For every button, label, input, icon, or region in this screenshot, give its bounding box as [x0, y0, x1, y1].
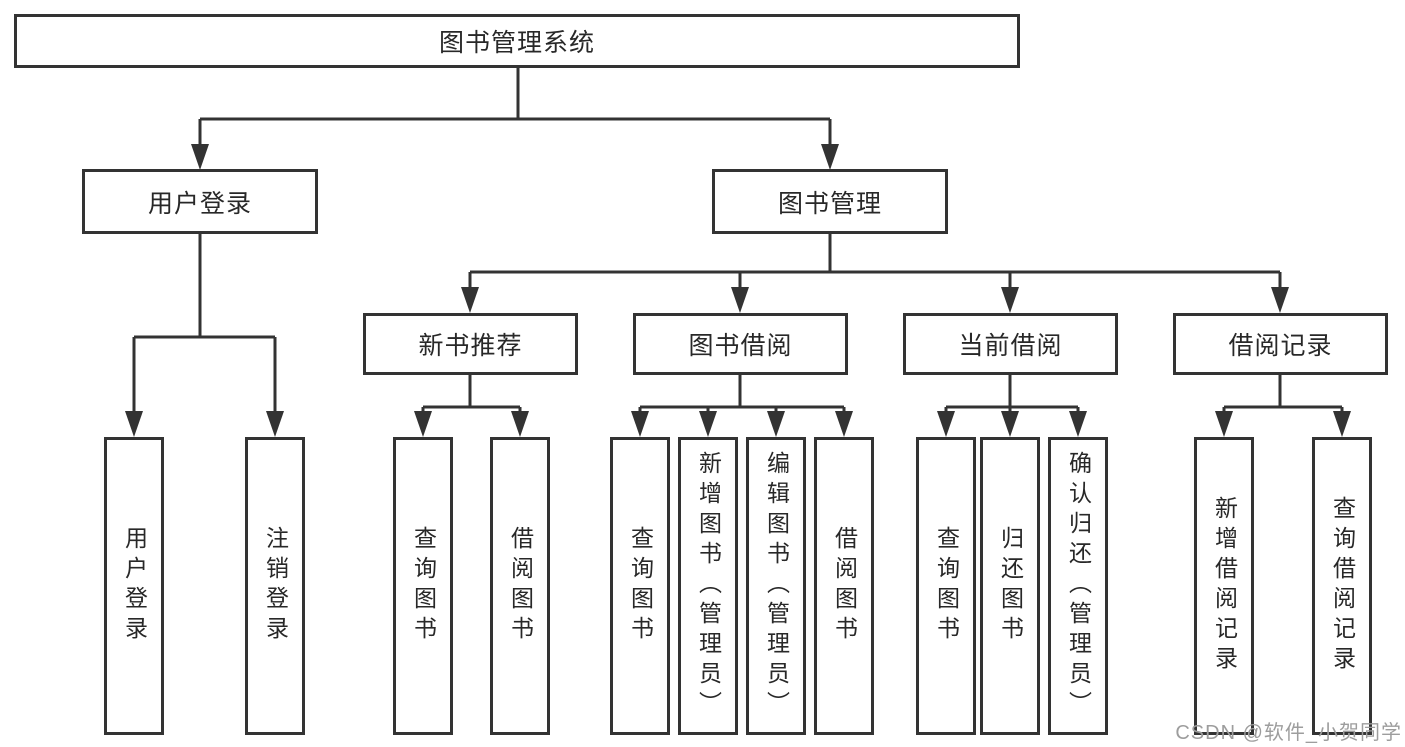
- node-root-label: 图书管理系统: [438, 29, 595, 57]
- leaf-recommend-search-books-label: 查询图书: [410, 526, 437, 646]
- leaf-borrowing-search-books: 查询图书: [610, 437, 670, 735]
- node-book-management: 图书管理: [712, 169, 948, 234]
- arrowhead-down-icon: [461, 287, 479, 313]
- arrowhead-down-icon: [125, 411, 143, 437]
- leaf-current-search-books-label: 查询图书: [933, 526, 960, 646]
- leaf-current-confirm-return-label: 确认归还（管理员）: [1065, 451, 1092, 721]
- leaf-records-search-record-label: 查询借阅记录: [1329, 496, 1356, 676]
- node-new-book-recommend-label: 新书推荐: [418, 332, 523, 360]
- node-book-management-label: 图书管理: [777, 189, 882, 218]
- arrowhead-down-icon: [699, 411, 717, 437]
- leaf-borrowing-borrow-books: 借阅图书: [814, 437, 874, 735]
- node-borrowing-records-label: 借阅记录: [1228, 332, 1333, 360]
- connector-book-borrowing-to-leaves: [638, 375, 846, 418]
- arrowhead-down-icon: [767, 411, 785, 437]
- leaf-user-login-label: 用户登录: [121, 526, 148, 646]
- arrowhead-down-icon: [1215, 411, 1233, 437]
- arrowhead-down-icon: [1001, 287, 1019, 313]
- arrowhead-down-icon: [631, 411, 649, 437]
- node-book-borrowing-label: 图书借阅: [688, 332, 793, 360]
- connector-new-book-recommend-to-leaves: [421, 375, 522, 418]
- arrowhead-down-icon: [1271, 287, 1289, 313]
- leaf-logout-label: 注销登录: [262, 526, 289, 646]
- leaf-borrowing-edit-books-label: 编辑图书（管理员）: [763, 451, 790, 721]
- leaf-records-search-record: 查询借阅记录: [1312, 437, 1372, 735]
- node-user-login-label: 用户登录: [147, 189, 252, 218]
- leaf-current-search-books: 查询图书: [916, 437, 976, 735]
- leaf-borrowing-edit-books: 编辑图书（管理员）: [746, 437, 806, 735]
- node-current-borrowing-label: 当前借阅: [958, 332, 1063, 360]
- leaf-borrowing-borrow-books-label: 借阅图书: [831, 526, 858, 646]
- leaf-borrowing-search-books-label: 查询图书: [627, 526, 654, 646]
- leaf-current-confirm-return: 确认归还（管理员）: [1048, 437, 1108, 735]
- leaf-current-return-books: 归还图书: [980, 437, 1040, 735]
- arrowhead-down-icon: [835, 411, 853, 437]
- connector-book-management-to-level3: [468, 234, 1282, 292]
- arrowhead-down-icon: [511, 411, 529, 437]
- node-book-borrowing: 图书借阅: [633, 313, 848, 375]
- node-user-login: 用户登录: [82, 169, 318, 234]
- leaf-borrowing-add-books: 新增图书（管理员）: [678, 437, 738, 735]
- leaf-recommend-borrow-books-label: 借阅图书: [507, 526, 534, 646]
- leaf-user-login: 用户登录: [104, 437, 164, 735]
- leaf-recommend-borrow-books: 借阅图书: [490, 437, 550, 735]
- connector-borrowing-records-to-leaves: [1222, 375, 1344, 418]
- leaf-recommend-search-books: 查询图书: [393, 437, 453, 735]
- node-new-book-recommend: 新书推荐: [363, 313, 578, 375]
- arrowhead-down-icon: [266, 411, 284, 437]
- arrowhead-down-icon: [821, 144, 839, 170]
- connector-root-to-level2: [198, 68, 832, 150]
- leaf-current-return-books-label: 归还图书: [997, 526, 1024, 646]
- connector-user-login-to-leaves: [132, 234, 277, 418]
- node-current-borrowing: 当前借阅: [903, 313, 1118, 375]
- arrowhead-down-icon: [191, 144, 209, 170]
- arrowhead-down-icon: [731, 287, 749, 313]
- arrowhead-down-icon: [937, 411, 955, 437]
- leaf-records-add-record-label: 新增借阅记录: [1211, 496, 1238, 676]
- node-borrowing-records: 借阅记录: [1173, 313, 1388, 375]
- csdn-watermark: CSDN @软件_小贺同学: [1175, 722, 1402, 744]
- arrowhead-down-icon: [414, 411, 432, 437]
- node-root: 图书管理系统: [14, 14, 1020, 68]
- arrowhead-down-icon: [1001, 411, 1019, 437]
- arrowhead-down-icon: [1069, 411, 1087, 437]
- leaf-borrowing-add-books-label: 新增图书（管理员）: [695, 451, 722, 721]
- arrowhead-down-icon: [1333, 411, 1351, 437]
- leaf-records-add-record: 新增借阅记录: [1194, 437, 1254, 735]
- leaf-logout: 注销登录: [245, 437, 305, 735]
